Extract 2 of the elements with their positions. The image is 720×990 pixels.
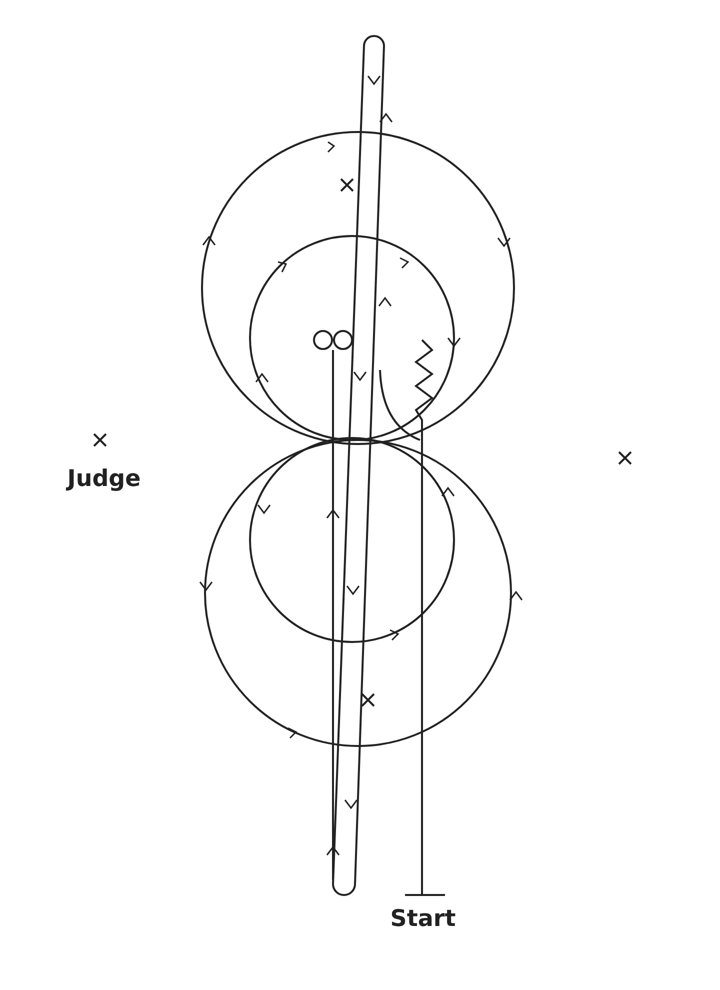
position-label: Judge: [67, 466, 141, 492]
position-label: Start: [390, 906, 456, 932]
